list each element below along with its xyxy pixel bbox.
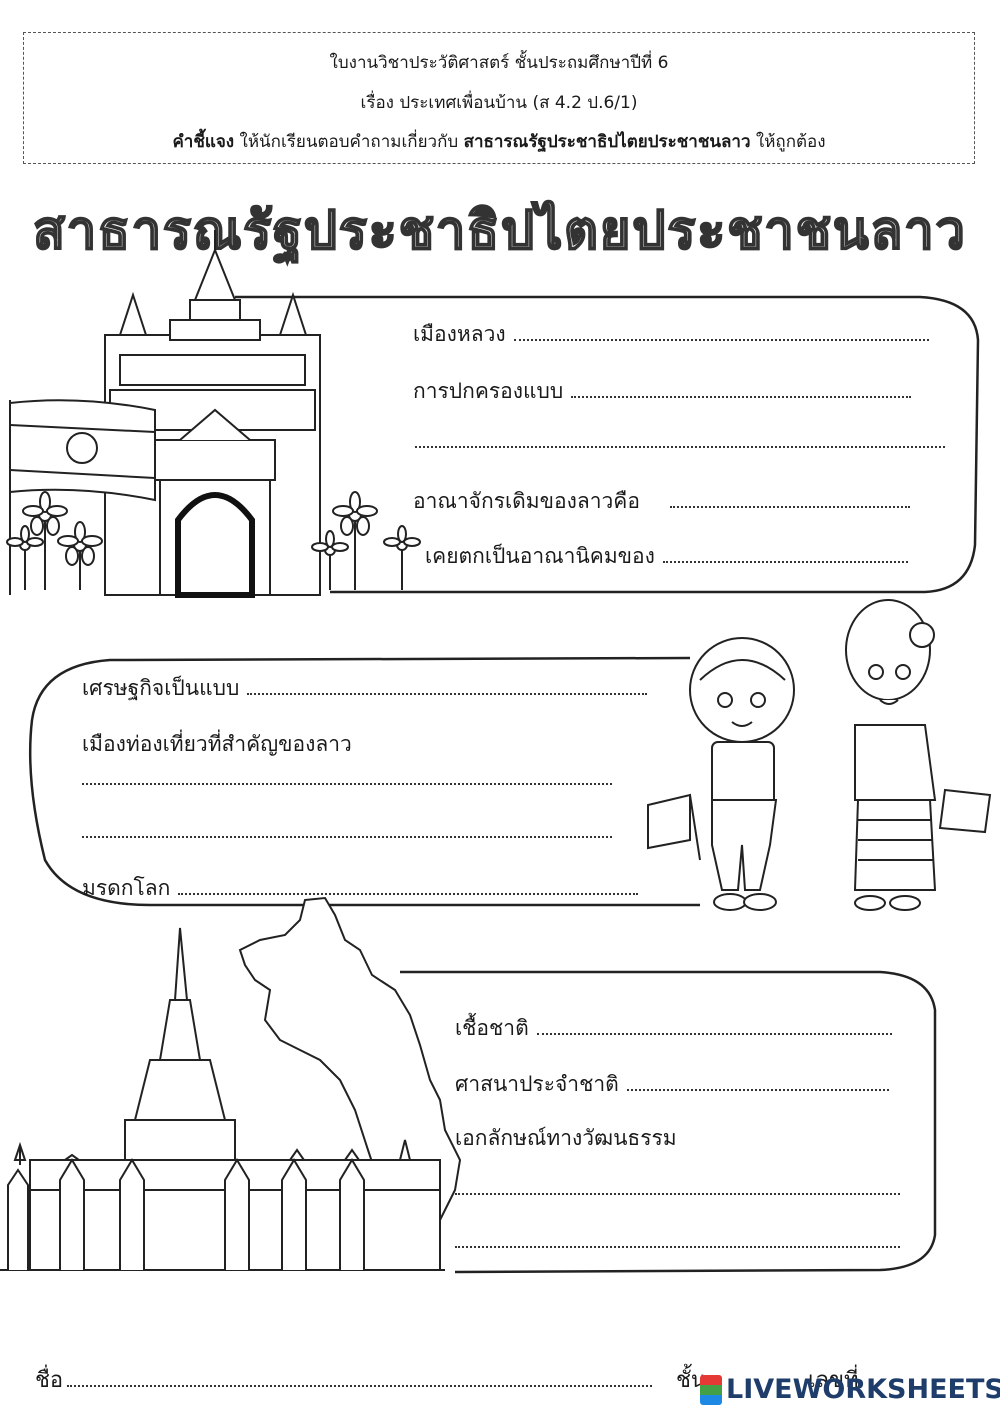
instruction-header-box: ใบงานวิชาประวัติศาสตร์ ชั้นประถมศึกษาปีท… (23, 32, 975, 164)
capital-answer-line[interactable] (513, 338, 929, 341)
worksheet-subject-line: ใบงานวิชาประวัติศาสตร์ ชั้นประถมศึกษาปีท… (329, 53, 669, 73)
religion-answer-line[interactable] (626, 1088, 889, 1091)
culture-label: เอกลักษณ์ทางวัฒนธรรม (455, 1126, 677, 1150)
economy-label: เศรษฐกิจเป็นแบบ (82, 676, 240, 700)
government-answer-line-2[interactable] (415, 445, 945, 448)
religion-label: ศาสนาประจำชาติ (455, 1072, 619, 1096)
footer-name-field: ชื่อ (35, 1362, 653, 1397)
ethnicity-label: เชื้อชาติ (455, 1016, 529, 1040)
former-kingdom-answer-line[interactable] (669, 505, 910, 508)
economy-field: เศรษฐกิจเป็นแบบ (82, 672, 648, 705)
colony-of-field: เคยตกเป็นอาณานิคมของ (425, 540, 908, 573)
capital-field: เมืองหลวง (413, 318, 929, 351)
attractions-answer-line-1[interactable] (82, 782, 612, 785)
instruction-label: คำชี้แจง (172, 132, 235, 152)
page-title: สาธารณรัฐประชาธิปไตยประชาชนลาว (32, 200, 967, 262)
liveworksheets-logo-text: LIVEWORKSHEETS (726, 1374, 1000, 1405)
ethnicity-answer-line[interactable] (536, 1032, 892, 1035)
religion-field: ศาสนาประจำชาติ (455, 1068, 889, 1101)
liveworksheets-logo: LIVEWORKSHEETS (700, 1374, 1000, 1405)
government-answer-line[interactable] (571, 395, 912, 398)
laos-flag-icon (9, 399, 156, 595)
that-luang-stupa-icon (0, 927, 445, 1271)
attractions-answer-line-2[interactable] (82, 835, 612, 838)
attractions-label: เมืองท่องเที่ยวที่สำคัญของลาว (82, 732, 352, 756)
capital-label: เมืองหลวง (413, 322, 506, 346)
instruction-end: ให้ถูกต้อง (750, 132, 826, 152)
lao-girl-icon (845, 599, 992, 911)
heritage-answer-line[interactable] (178, 892, 639, 895)
culture-answer-line-2[interactable] (455, 1245, 900, 1248)
colony-of-answer-line[interactable] (662, 560, 908, 563)
economy-answer-line[interactable] (247, 692, 648, 695)
colony-of-label: เคยตกเป็นอาณานิคมของ (425, 544, 655, 568)
instruction-text: ให้นักเรียนตอบคำถามเกี่ยวกับ (234, 132, 464, 152)
footer-name-label: ชื่อ (35, 1368, 64, 1393)
heritage-label: มรดกโลก (82, 876, 171, 900)
worksheet-topic-line: เรื่อง ประเทศเพื่อนบ้าน (ส 4.2 ป.6/1) (360, 93, 638, 113)
government-label: การปกครองแบบ (413, 379, 564, 403)
liveworksheets-badge-icon (700, 1374, 722, 1405)
ethnicity-field: เชื้อชาติ (455, 1012, 892, 1045)
footer-name-answer-line[interactable] (67, 1384, 653, 1387)
attractions-field: เมืองท่องเที่ยวที่สำคัญของลาว (82, 728, 352, 761)
footer-number-field: เลขที่ (808, 1362, 859, 1397)
instruction-country: สาธารณรัฐประชาธิปไตยประชาชนลาว (463, 132, 751, 152)
speech-bubble-2 (28, 656, 700, 907)
speech-bubble-1 (235, 295, 980, 594)
flower-icons (6, 491, 421, 590)
patuxai-monument-icon (104, 230, 321, 598)
lao-boy-icon (647, 637, 795, 911)
heritage-field: มรดกโลก (82, 872, 639, 905)
former-kingdom-field: อาณาจักรเดิมของลาวคือ (413, 485, 910, 518)
culture-field: เอกลักษณ์ทางวัฒนธรรม (455, 1122, 677, 1155)
worksheet-instruction-line: คำชี้แจง ให้นักเรียนตอบคำถามเกี่ยวกับ สา… (24, 128, 974, 155)
culture-answer-line-1[interactable] (455, 1192, 900, 1195)
speech-bubble-3 (400, 970, 937, 1274)
former-kingdom-label: อาณาจักรเดิมของลาวคือ (413, 489, 640, 513)
government-field: การปกครองแบบ (413, 375, 912, 408)
footer-number-label: เลขที่ (808, 1368, 859, 1393)
